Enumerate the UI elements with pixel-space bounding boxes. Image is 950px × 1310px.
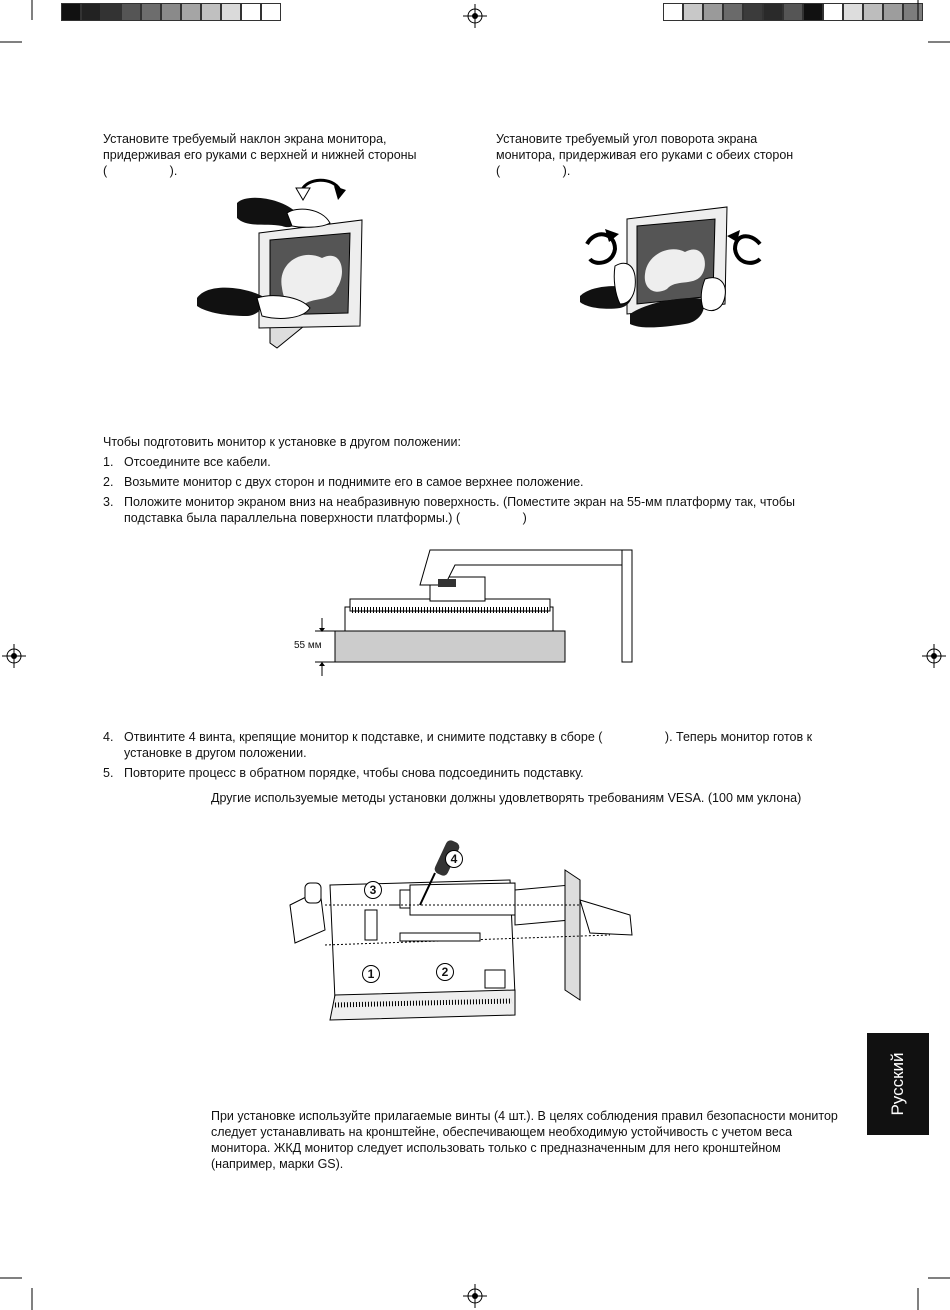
color-swatch: [723, 3, 743, 21]
removal-steps: 4.Отвинтите 4 винта, крепящие монитор к …: [103, 729, 843, 785]
color-swatch: [241, 3, 261, 21]
swivel-instruction: Установите требуемый угол поворота экран…: [496, 132, 794, 178]
color-calibration-bar-right: [663, 3, 923, 21]
color-swatch: [663, 3, 683, 21]
list-item: 1.Отсоедините все кабели.: [103, 455, 271, 469]
prep-intro: Чтобы подготовить монитор к установке в …: [103, 435, 461, 449]
list-item: 2.Возьмите монитор с двух сторон и подни…: [103, 475, 584, 489]
color-swatch: [763, 3, 783, 21]
color-swatch: [783, 3, 803, 21]
language-tab: Русский: [867, 1033, 929, 1135]
callout-1: 1: [362, 965, 380, 983]
color-swatch: [221, 3, 241, 21]
color-swatch: [843, 3, 863, 21]
list-item: 5.Повторите процесс в обратном порядке, …: [103, 766, 584, 780]
callout-4: 4: [445, 850, 463, 868]
color-swatch: [703, 3, 723, 21]
color-swatch: [883, 3, 903, 21]
registration-mark-bottom: [463, 1284, 487, 1308]
callout-3: 3: [364, 881, 382, 899]
color-swatch: [81, 3, 101, 21]
vesa-note: Другие используемые методы установки дол…: [211, 791, 802, 805]
color-swatch: [803, 3, 823, 21]
color-swatch: [743, 3, 763, 21]
callout-2: 2: [436, 963, 454, 981]
color-swatch: [683, 3, 703, 21]
screws-safety-note: При установке используйте прилагаемые ви…: [211, 1109, 838, 1171]
prep-steps: 1.Отсоедините все кабели. 2.Возьмите мон…: [103, 454, 843, 530]
color-swatch: [261, 3, 281, 21]
platform-illustration: [315, 549, 633, 676]
platform-height-label: 55 мм: [294, 640, 322, 651]
color-calibration-bar-left: [61, 3, 281, 21]
registration-mark-left: [2, 644, 26, 668]
list-item: 4.Отвинтите 4 винта, крепящие монитор к …: [103, 730, 816, 760]
color-swatch: [101, 3, 121, 21]
list-item: 3.Положите монитор экраном вниз на неабр…: [103, 495, 799, 525]
registration-mark-top: [463, 4, 487, 28]
color-swatch: [863, 3, 883, 21]
color-swatch: [61, 3, 81, 21]
color-swatch: [141, 3, 161, 21]
color-swatch: [121, 3, 141, 21]
swivel-illustration: [580, 206, 762, 328]
color-swatch: [161, 3, 181, 21]
registration-mark-right: [922, 644, 946, 668]
color-swatch: [181, 3, 201, 21]
color-swatch: [201, 3, 221, 21]
tilt-instruction: Установите требуемый наклон экрана монит…: [103, 132, 417, 178]
tilt-illustration: [197, 178, 363, 349]
color-swatch: [823, 3, 843, 21]
